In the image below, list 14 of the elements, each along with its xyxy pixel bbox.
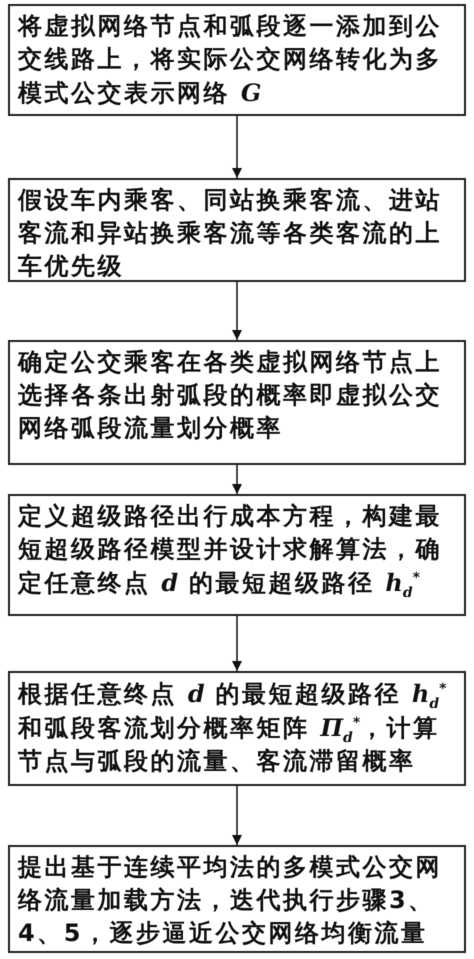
arrow	[232, 116, 242, 178]
arrow	[232, 282, 242, 340]
arrow	[232, 465, 242, 494]
process-box	[8, 340, 466, 465]
step-text: 将虚拟网络节点和弧段逐一添加到公交线路上，将实际公交网络转化为多模式公交表示网络 G	[18, 11, 443, 109]
process-box	[8, 494, 466, 616]
process-box	[8, 845, 466, 953]
process-box	[8, 4, 466, 116]
arrow	[232, 786, 242, 845]
arrow	[232, 616, 242, 671]
process-box	[8, 671, 466, 786]
step-text: 提出基于连续平均法的多模式公交网络流量加载方法，迭代执行步骤3、4、5，逐步逼近公交网络均衡流量	[18, 852, 443, 949]
step-text: 确定公交乘客在各类虚拟网络节点上选择各条出射弧段的概率即虚拟公交网络弧段流量划分概率	[18, 347, 443, 444]
step-text: 假设车内乘客、同站换乘客流、进站客流和异站换乘客流等各类客流的上车优先级	[18, 185, 443, 282]
